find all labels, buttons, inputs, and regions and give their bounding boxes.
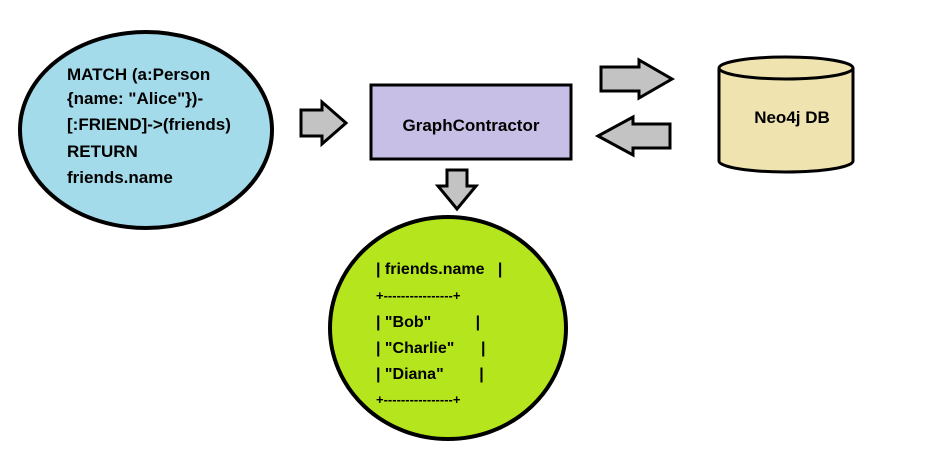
database-node: Neo4j DB — [717, 55, 855, 174]
result-line-4: | "Charlie" | — [376, 340, 485, 357]
arrow-contractor-to-db — [599, 57, 676, 101]
query-line-5: friends.name — [67, 168, 173, 187]
database-label: Neo4j DB — [754, 108, 830, 127]
contractor-node: GraphContractor — [369, 83, 573, 161]
query-line-2: {name: "Alice"})- — [67, 89, 203, 108]
query-ellipse — [18, 30, 274, 230]
result-line-6: +----------------+ — [376, 392, 461, 407]
contractor-box — [369, 83, 573, 161]
result-line-1: | friends.name | — [376, 261, 502, 278]
query-line-4: RETURN — [67, 142, 138, 161]
result-line-3: | "Bob" | — [376, 314, 480, 331]
database-cylinder-top — [717, 55, 855, 81]
result-node: | friends.name | +----------------+ | "B… — [328, 215, 568, 441]
arrow-query-to-contractor — [299, 98, 349, 148]
database-cylinder-body — [717, 68, 855, 174]
result-circle — [328, 215, 568, 441]
arrow-contractor-to-result — [434, 168, 480, 212]
arrow-db-to-contractor — [594, 114, 672, 158]
query-line-3: [:FRIEND]->(friends) — [67, 115, 231, 134]
query-node: MATCH (a:Person {name: "Alice"})- [:FRIE… — [18, 30, 274, 230]
result-line-5: | "Diana" | — [376, 366, 484, 383]
result-line-2: +----------------+ — [376, 288, 461, 303]
contractor-label: GraphContractor — [403, 116, 540, 135]
query-line-1: MATCH (a:Person — [67, 65, 210, 84]
